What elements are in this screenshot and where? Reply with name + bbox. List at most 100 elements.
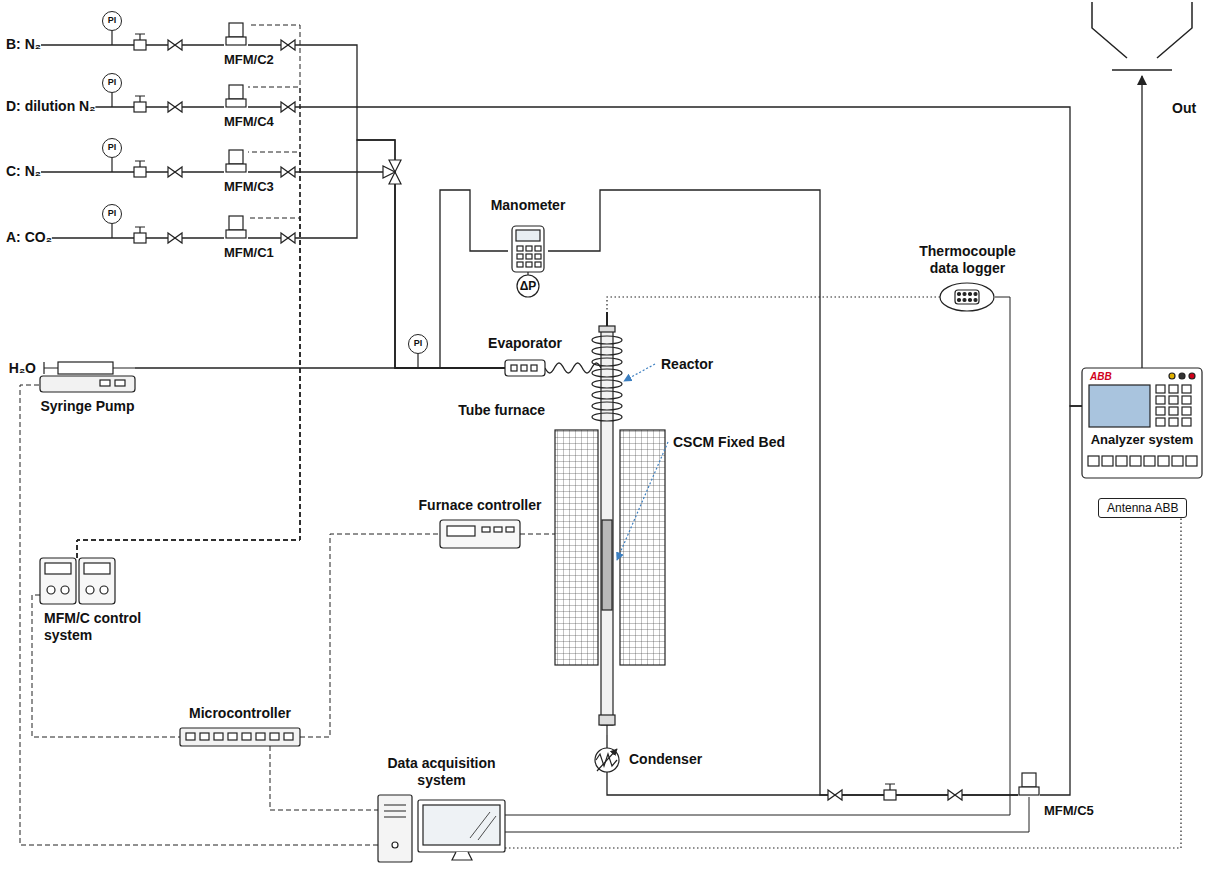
analyzer-icon: [1172, 456, 1183, 466]
computer-icon: [384, 805, 406, 817]
computer-icon: [470, 812, 496, 840]
leader-line: [624, 364, 655, 381]
exhaust-hood: [1092, 2, 1192, 70]
node-label: MFM/C1: [224, 245, 274, 261]
computer-icon: [423, 805, 500, 845]
analyzer-icon: [1179, 373, 1185, 379]
data-logger-icon: [963, 293, 966, 296]
manometer-icon: [535, 246, 541, 251]
control-system: MFM/C control system: [40, 558, 115, 604]
pressure-indicator: PI: [102, 138, 122, 158]
analyzer-icon: [1169, 385, 1178, 393]
reactor-tube: [592, 347, 622, 355]
signal-line: [505, 797, 1029, 832]
reactor-tube: [592, 336, 622, 344]
microcontroller-icon: [200, 733, 209, 740]
leader-line: [617, 442, 668, 560]
analyzer-icon: [1169, 418, 1178, 426]
pressure-tap: [111, 224, 112, 238]
node-label: Antenna ABB: [1107, 501, 1178, 515]
signal-line: [270, 746, 378, 810]
process-line: [248, 107, 1082, 406]
process-line: [1141, 76, 1142, 368]
syringe-pump-icon: [115, 380, 125, 386]
evaporator: Evaporator: [505, 360, 545, 376]
signal-line: [20, 385, 378, 845]
furnace-controller-icon: [440, 520, 520, 548]
valve-symbol: [281, 102, 295, 112]
syringe-pump-icon: [40, 376, 135, 392]
gas-source: C: N₂: [6, 163, 41, 181]
control-system-icon: [84, 563, 110, 574]
gas-source: B: N₂: [6, 36, 41, 54]
reactor-tube: [592, 358, 622, 366]
node-label: Manometer: [491, 197, 566, 214]
analyzer-icon: [1156, 396, 1165, 404]
valve-symbol: [168, 40, 182, 50]
manometer-icon: [512, 226, 544, 297]
mass-flow-controller: MFM/C4: [224, 83, 248, 109]
pressure-tap: [111, 93, 112, 107]
node-label: Evaporator: [488, 335, 562, 352]
mfm-icon: [226, 230, 246, 238]
reactor-tube: [599, 326, 615, 332]
computer-icon: [378, 795, 505, 862]
process-line: [95, 106, 224, 107]
node-label: Furnace controller: [419, 497, 542, 514]
three-way-valve: [383, 166, 395, 178]
gas-source: A: CO₂: [6, 229, 52, 247]
signal-line: [300, 534, 440, 737]
tube-furnace-icon: [555, 430, 598, 665]
regulator-symbol: [885, 784, 895, 790]
microcontroller-icon: [180, 728, 300, 746]
computer-icon: [418, 800, 505, 852]
node-label: CSCM Fixed Bed: [673, 434, 785, 451]
data-logger-icon: [940, 283, 994, 311]
analyzer-icon: [1156, 418, 1165, 426]
regulator-symbol: [135, 161, 145, 167]
furnace-controller-icon: [506, 527, 514, 532]
reactor-tube: [592, 402, 622, 410]
analyzer-icon: [1144, 456, 1155, 466]
node-label: MFM/C5: [1044, 803, 1094, 819]
microcontroller-icon: [180, 728, 300, 746]
node-label: MFM/C2: [224, 52, 274, 68]
exhaust-hood: [1092, 2, 1192, 70]
valve-symbol: [281, 40, 295, 50]
data-logger-icon: [955, 290, 979, 304]
signal-line: [77, 87, 300, 558]
process-line: [41, 171, 224, 172]
furnace-controller-icon: [494, 527, 502, 532]
node-label: B: N₂: [6, 36, 41, 53]
analyzer-icon: [1082, 368, 1202, 478]
condenser-icon: [595, 748, 619, 772]
reactor-tube: [601, 330, 613, 725]
node-label: H₂O: [9, 360, 36, 377]
regulator-symbol: [135, 34, 145, 40]
syringe-pump: H₂OSyringe Pump: [40, 352, 135, 392]
valve-symbol: [168, 167, 182, 177]
mfm-icon: [1022, 773, 1036, 787]
line-fittings: [112, 23, 1039, 800]
analyzer-icon: [1186, 456, 1197, 466]
mfm-icon: [226, 37, 246, 45]
analyzer-icon: [1182, 407, 1191, 415]
control-system-icon: [45, 563, 71, 574]
mass-flow-controller: MFM/C1: [224, 214, 248, 240]
regulator-symbol: [134, 102, 146, 112]
mfm-icon: [229, 150, 243, 164]
process-line: [548, 190, 1018, 795]
reactor-tube: [592, 380, 622, 388]
valve-symbol: [168, 233, 182, 243]
microcontroller-icon: [270, 733, 279, 740]
process-line: [248, 140, 505, 368]
analyzer-icon: [1088, 385, 1197, 466]
node-label: PI: [103, 205, 121, 222]
syringe-pump-icon: [58, 362, 113, 374]
data-logger-icon: [969, 299, 972, 302]
gas-source: D: dilution N₂: [6, 98, 95, 116]
analyzer-icon: [1189, 373, 1195, 379]
manometer-icon: [517, 254, 523, 259]
data-logger-icon: [974, 293, 977, 296]
